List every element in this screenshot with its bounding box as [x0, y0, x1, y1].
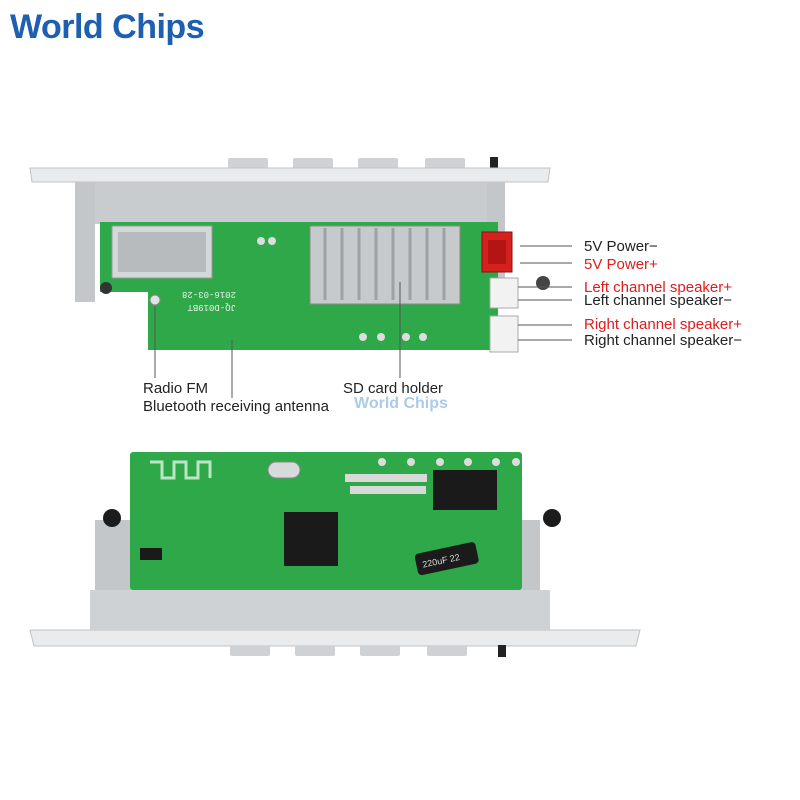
watermark: World Chips — [354, 395, 448, 412]
pcb-board-id-text: JQ-D019BT — [187, 302, 236, 312]
top-module: 2016-03-28 JQ-D019BT — [29, 157, 572, 398]
label-right-speaker-plus: Right channel speaker+ — [584, 316, 743, 333]
brand-logo-chips: Chips — [112, 8, 205, 46]
pcb-date-text: 2016-03-28 — [182, 289, 236, 299]
label-5v-power-minus: 5V Power− — [584, 238, 658, 255]
label-radio-fm: Radio FM — [143, 380, 209, 397]
brand-logo: World Chips — [10, 8, 205, 47]
bottom-module: 220uF 22 — [29, 452, 641, 657]
label-left-speaker-plus: Left channel speaker+ — [584, 279, 733, 296]
left-speaker-connector — [489, 277, 519, 309]
right-speaker-connector — [489, 315, 519, 353]
main-chip — [284, 512, 338, 566]
label-5v-power-plus: 5V Power+ — [584, 256, 658, 273]
label-right-speaker-minus: Right channel speaker− — [584, 332, 743, 349]
label-sd-card-holder: SD card holder — [343, 380, 444, 397]
brand-logo-initial: W — [10, 8, 41, 46]
label-bluetooth-antenna: Bluetooth receiving antenna — [143, 398, 329, 415]
sd-card-holder — [309, 225, 461, 305]
brand-logo-middle: orld — [40, 8, 113, 46]
label-left-speaker-minus: Left channel speaker− — [584, 292, 733, 309]
amplifier-ic — [433, 470, 497, 510]
capacitor: 220uF 22 — [414, 542, 479, 576]
